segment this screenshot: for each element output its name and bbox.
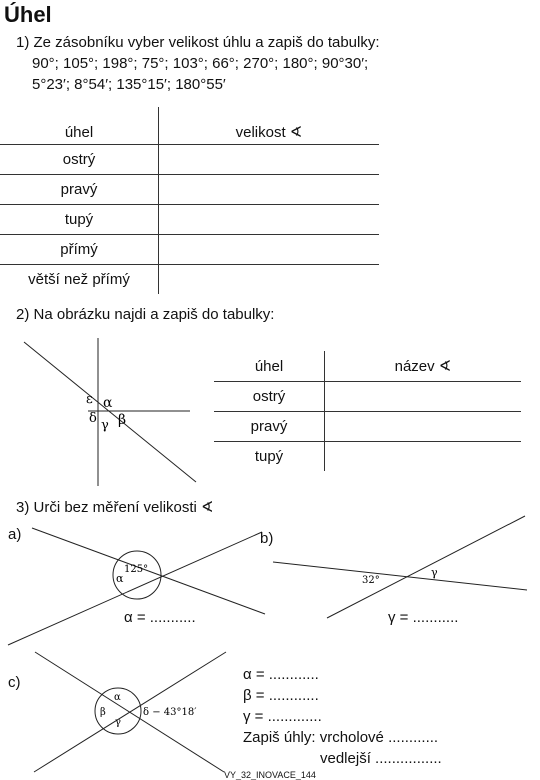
line-a1 bbox=[31, 527, 266, 615]
task1-label: 1) Ze zásobníku vyber velikost úhlu a za… bbox=[16, 34, 380, 51]
diagonal-line bbox=[23, 341, 197, 483]
table-row: ostrý bbox=[0, 144, 379, 175]
answer-c-vertical[interactable]: Zapiš úhly: vrcholové ............ bbox=[243, 729, 439, 746]
task1-table: úhel velikost ∢ ostrý pravý tupý přímý v… bbox=[0, 107, 379, 294]
answer-c-adjacent[interactable]: vedlejší ................ bbox=[320, 750, 442, 767]
table-row: přímý bbox=[0, 234, 379, 265]
label-alpha: α bbox=[103, 395, 113, 411]
row-label: pravý bbox=[214, 411, 325, 442]
header-size: velikost ∢ bbox=[235, 124, 303, 141]
label-gamma-c: γ bbox=[115, 717, 121, 728]
task1-values-line2: 5°23′; 8°54′; 135°15′; 180°55′ bbox=[32, 76, 226, 93]
table-row: tupý bbox=[0, 204, 379, 235]
table-row: pravý bbox=[0, 174, 379, 205]
label-epsilon: ε bbox=[86, 392, 93, 407]
row-label: větší než přímý bbox=[0, 264, 159, 294]
answer-cell[interactable] bbox=[158, 204, 379, 235]
answer-a[interactable]: α = ........... bbox=[124, 609, 196, 626]
label-beta: β bbox=[118, 412, 126, 428]
answer-cell[interactable] bbox=[158, 174, 379, 205]
label-beta-c: β bbox=[100, 707, 106, 718]
answer-cell[interactable] bbox=[158, 264, 379, 294]
answer-cell[interactable] bbox=[158, 234, 379, 265]
label-delta-c: δ − 43°18′ bbox=[143, 707, 197, 718]
intersecting-lines-figure: ε α δ β γ bbox=[23, 338, 197, 486]
label-gamma: γ bbox=[101, 418, 109, 433]
table-row: větší než přímý bbox=[0, 264, 379, 294]
line-c2 bbox=[33, 651, 227, 773]
table-row: ostrý bbox=[214, 381, 521, 412]
row-label: tupý bbox=[214, 441, 325, 471]
part-c-label: c) bbox=[8, 674, 21, 691]
line-b1 bbox=[272, 561, 528, 591]
label-gamma-b: γ bbox=[431, 566, 438, 579]
label-delta: δ bbox=[89, 411, 97, 426]
figure-c: α β γ δ − 43°18′ bbox=[33, 651, 227, 773]
table-header-row: úhel velikost ∢ bbox=[0, 107, 379, 145]
label-alpha-a: α bbox=[116, 572, 124, 585]
part-b-label: b) bbox=[260, 530, 274, 547]
table-row: tupý bbox=[214, 441, 521, 471]
label-alpha-c: α bbox=[114, 692, 121, 703]
table-header-row: úhel název ∢ bbox=[214, 351, 521, 382]
answer-c-alpha[interactable]: α = ............ bbox=[243, 666, 319, 683]
angle-125: 125° bbox=[124, 564, 148, 575]
line-b2 bbox=[326, 515, 526, 619]
part-a-label: a) bbox=[8, 526, 22, 543]
answer-cell[interactable] bbox=[324, 381, 521, 412]
angle-circle-c bbox=[94, 687, 142, 735]
answer-c-gamma[interactable]: γ = ............. bbox=[243, 708, 322, 725]
header-angle: úhel bbox=[0, 107, 159, 145]
answer-cell[interactable] bbox=[324, 441, 521, 471]
row-label: přímý bbox=[0, 234, 159, 265]
answer-c-beta[interactable]: β = ............ bbox=[243, 687, 319, 704]
task2-table: úhel název ∢ ostrý pravý tupý bbox=[214, 351, 521, 471]
angle-arc-a bbox=[112, 550, 162, 600]
answer-cell[interactable] bbox=[158, 144, 379, 175]
answer-b[interactable]: γ = ........... bbox=[388, 609, 459, 626]
answer-cell[interactable] bbox=[324, 411, 521, 442]
task1-values-line1: 90°; 105°; 198°; 75°; 103°; 66°; 270°; 1… bbox=[32, 55, 369, 72]
header-angle: úhel bbox=[214, 351, 325, 382]
row-label: ostrý bbox=[0, 144, 159, 175]
angle-32: 32° bbox=[362, 575, 380, 586]
task2-label: 2) Na obrázku najdi a zapiš do tabulky: bbox=[16, 306, 275, 323]
table-row: pravý bbox=[214, 411, 521, 442]
row-label: ostrý bbox=[214, 381, 325, 412]
row-label: tupý bbox=[0, 204, 159, 235]
footer-code: VY_32_INOVACE_144 bbox=[224, 770, 316, 780]
figure-a: 125° α bbox=[7, 527, 266, 646]
row-label: pravý bbox=[0, 174, 159, 205]
page-title: Úhel bbox=[4, 2, 52, 27]
header-name: název ∢ bbox=[394, 358, 452, 375]
line-a2 bbox=[7, 531, 263, 646]
task3-label: 3) Urči bez měření velikosti ∢ bbox=[16, 499, 214, 516]
figure-b: 32° γ bbox=[272, 515, 528, 619]
